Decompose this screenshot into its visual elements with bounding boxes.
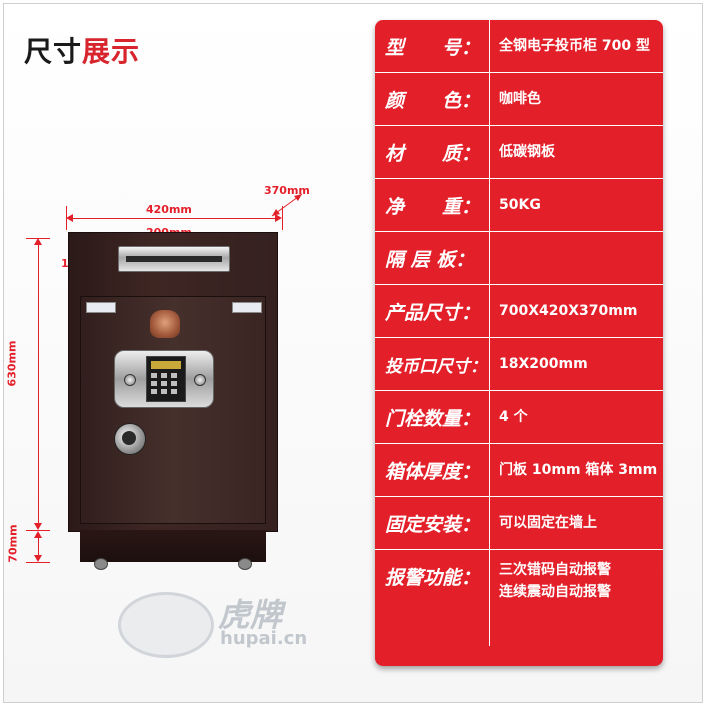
- depth-arrow-icon: [271, 193, 303, 217]
- spec-label: 净 重：: [385, 196, 481, 218]
- watermark-domain: hupai.cn: [220, 628, 308, 649]
- spec-label: 材 质：: [385, 143, 481, 165]
- spec-label: 颜 色：: [385, 90, 481, 112]
- title-part-2: 展示: [82, 35, 141, 68]
- spec-label: 型 号：: [385, 37, 481, 59]
- keypad: [146, 356, 186, 402]
- spec-value: 三次错码自动报警 连续震动自动报警: [499, 562, 611, 600]
- body-height-label: 630mm: [5, 340, 19, 387]
- right-knob-icon: [194, 374, 206, 386]
- door-tag-left: [86, 302, 116, 313]
- spec-row: 型 号： 全钢电子投币柜 700 型: [375, 20, 663, 73]
- spec-label: 箱体厚度：: [385, 461, 481, 483]
- depth-label: 370mm: [264, 184, 310, 197]
- wheel-icon: [238, 558, 252, 570]
- wheel-icon: [94, 558, 108, 570]
- spec-value: 可以固定在墙上: [499, 514, 597, 531]
- spec-label: 隔 层 板：: [385, 249, 475, 271]
- spec-row: 产品尺寸： 700X420X370mm: [375, 285, 663, 338]
- watermark-seal-icon: [118, 592, 214, 658]
- spec-label: 产品尺寸：: [385, 302, 481, 324]
- spec-row: 箱体厚度： 门板 10mm 箱体 3mm: [375, 444, 663, 497]
- base-height-label: 70mm: [6, 524, 20, 563]
- safe-base: [80, 530, 266, 562]
- tiger-emblem-icon: [150, 310, 180, 338]
- width-label: 420mm: [146, 203, 192, 216]
- spec-value: 4 个: [499, 408, 528, 425]
- spec-row: 隔 层 板：: [375, 232, 663, 285]
- spec-label: 固定安装：: [385, 514, 481, 536]
- spec-label: 门栓数量：: [385, 408, 481, 430]
- watermark-brand: 虎牌: [218, 596, 283, 634]
- spec-row: 投币口尺寸： 18X200mm: [375, 338, 663, 391]
- spec-value: 咖啡色: [499, 90, 541, 107]
- spec-label: 报警功能：: [385, 567, 481, 589]
- spec-value: [499, 232, 659, 285]
- spec-value: 全钢电子投币柜 700 型: [499, 37, 650, 54]
- spec-row: 净 重： 50KG: [375, 179, 663, 232]
- keypad-screen: [151, 361, 181, 369]
- page-title: 尺寸展示: [24, 30, 140, 70]
- spec-label: 投币口尺寸：: [385, 357, 487, 377]
- spec-row: 颜 色： 咖啡色: [375, 73, 663, 126]
- spec-row: 固定安装： 可以固定在墙上: [375, 497, 663, 550]
- spec-panel: 型 号： 全钢电子投币柜 700 型 颜 色： 咖啡色 材 质： 低碳钢板 净 …: [375, 20, 663, 666]
- left-knob-icon: [124, 374, 136, 386]
- coin-slot-opening: [126, 256, 222, 262]
- spec-value: 18X200mm: [499, 355, 588, 372]
- spec-value: 低碳钢板: [499, 143, 555, 160]
- door-tag-right: [232, 302, 262, 313]
- title-part-1: 尺寸: [24, 35, 83, 68]
- dial-center: [122, 431, 136, 445]
- spec-row: 材 质： 低碳钢板: [375, 126, 663, 179]
- spec-value: 门板 10mm 箱体 3mm: [499, 461, 658, 478]
- spec-value: 700X420X370mm: [499, 302, 638, 319]
- spec-row: 门栓数量： 4 个: [375, 391, 663, 444]
- spec-row: 报警功能： 三次错码自动报警 连续震动自动报警: [375, 550, 663, 646]
- spec-value: 50KG: [499, 196, 541, 213]
